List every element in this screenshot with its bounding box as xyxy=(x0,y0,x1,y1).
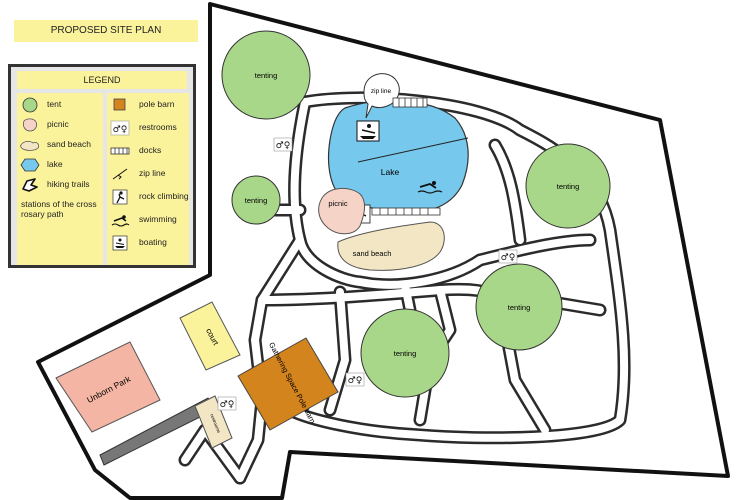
sand-beach-icon xyxy=(20,140,40,151)
tent-site-label: tenting xyxy=(245,196,268,205)
property-boundary xyxy=(36,2,730,500)
picnic-area xyxy=(318,188,366,235)
restrooms-icon: ♂♀ xyxy=(498,249,518,264)
pole-barn-icon xyxy=(113,98,126,111)
swimming-icon xyxy=(417,181,443,194)
tent-icon xyxy=(22,97,38,113)
zip-line xyxy=(357,137,469,163)
tent-site xyxy=(475,263,563,351)
svg-text:♂♀: ♂♀ xyxy=(113,125,128,135)
boating-icon xyxy=(356,120,380,142)
tent-site xyxy=(221,30,311,120)
picnic-icon xyxy=(22,118,38,132)
tent-site-label: tenting xyxy=(255,71,278,80)
restrooms-icon: ♂♀ xyxy=(217,396,237,411)
sand-beach-label: sand beach xyxy=(353,249,392,258)
docks xyxy=(371,97,441,216)
tenting-sites: tenting tenting tenting tenting tenting xyxy=(221,30,611,398)
legend-column-left: tent picnic sand beach lake hiking trail… xyxy=(17,93,103,265)
court-area xyxy=(179,301,241,371)
legend-panel: LEGEND tent picnic sand beach lake hikin… xyxy=(8,64,196,268)
tent-site xyxy=(360,308,450,398)
zip-line-icon xyxy=(112,168,128,180)
legend-item: stations of the cross rosary path xyxy=(17,197,103,237)
restrooms-icon: ♂♀ xyxy=(110,120,130,136)
restrooms-markers: ♂♀ ♂♀ ♂♀ ♂♀ xyxy=(217,137,518,411)
tent-site-label: tenting xyxy=(394,349,417,358)
swimming-icon xyxy=(111,215,130,227)
svg-text:♂♀: ♂♀ xyxy=(220,400,235,410)
tent-site-label: tenting xyxy=(557,182,580,191)
boating-icon xyxy=(112,235,128,251)
rock-climbing-icon xyxy=(112,189,128,205)
zip-line-callout xyxy=(363,73,400,119)
hiking-trails-icon xyxy=(22,178,38,192)
unborn-park-area xyxy=(55,341,161,433)
lake-icon xyxy=(20,158,40,172)
picnic-label: picnic xyxy=(328,199,347,208)
restrooms-icon: ♂♀ xyxy=(273,137,293,152)
site-plan-title: PROPOSED SITE PLAN xyxy=(14,20,198,42)
legend-heading: LEGEND xyxy=(17,71,187,89)
restrooms-icon: ♂♀ xyxy=(345,372,365,387)
legend-column-right: pole barn ♂♀ restrooms docks zip line ro… xyxy=(107,93,189,265)
restroom-building xyxy=(194,395,233,449)
tent-site xyxy=(525,143,611,229)
zip-line-label: zip line xyxy=(371,88,392,95)
stations-label: stations of the cross rosary path xyxy=(21,199,97,219)
pole-barn-area xyxy=(237,337,339,431)
sand-beach-area xyxy=(337,221,445,271)
tent-site-label: tenting xyxy=(508,303,531,312)
svg-text:♂♀: ♂♀ xyxy=(276,141,291,151)
svg-text:♂♀: ♂♀ xyxy=(348,376,363,386)
lake-label: Lake xyxy=(381,167,400,177)
docks-icon xyxy=(110,147,130,155)
tent-site xyxy=(231,175,281,225)
svg-text:♂♀: ♂♀ xyxy=(501,253,516,263)
